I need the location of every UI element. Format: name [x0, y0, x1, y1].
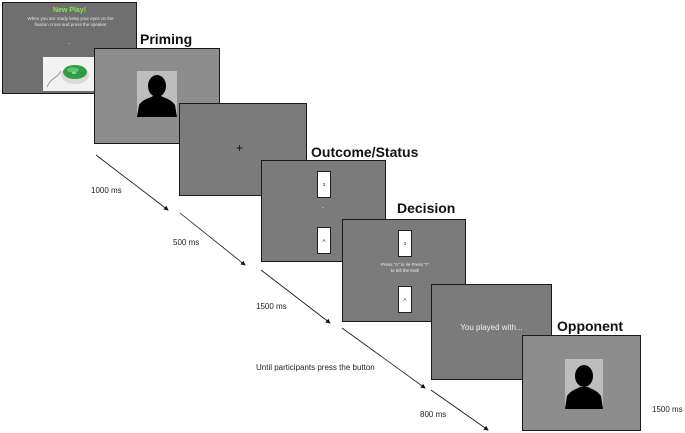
decision-card-bottom: A	[398, 286, 412, 313]
new-play-title: New Play!	[52, 7, 87, 14]
priming-label: Priming	[140, 31, 193, 47]
opponent-portrait	[565, 359, 603, 409]
priming-portrait	[137, 71, 177, 117]
speaker-button-image: ok	[43, 57, 95, 91]
timing-5: 800 ms	[420, 410, 447, 419]
arrow-1	[95, 154, 169, 211]
opponent-label: Opponent	[557, 318, 624, 334]
outcome-card-top: 3	[317, 171, 331, 198]
decision-prompt: Press "n" to lie Press "r" to tell the t…	[381, 262, 429, 273]
person-silhouette-icon	[137, 75, 177, 117]
person-silhouette-icon	[565, 365, 603, 409]
timing-6: 1500 ms	[652, 405, 683, 414]
new-play-dot: -	[68, 41, 71, 47]
timing-4: Until participants press the button	[256, 363, 375, 372]
timing-1: 1000 ms	[91, 186, 122, 195]
arrow-3	[260, 269, 331, 324]
arrow-4	[341, 327, 426, 389]
outcome-label: Outcome/Status	[311, 144, 419, 160]
outcome-card-bottom: A	[317, 227, 331, 254]
timing-2: 500 ms	[173, 238, 200, 247]
arrow-5	[430, 389, 489, 431]
outcome-dot: -	[322, 205, 324, 211]
decision-card-top: 3	[398, 230, 412, 257]
new-play-instruction: When you are ready keep your eyes on the…	[27, 16, 114, 27]
timing-3: 1500 ms	[256, 302, 287, 311]
fixation-cross: +	[236, 141, 244, 155]
decision-label: Decision	[397, 200, 456, 216]
arrow-2	[179, 212, 246, 266]
svg-text:ok: ok	[72, 70, 76, 75]
you-played-text: You played with...	[460, 323, 523, 332]
opponent-screen	[522, 335, 641, 431]
